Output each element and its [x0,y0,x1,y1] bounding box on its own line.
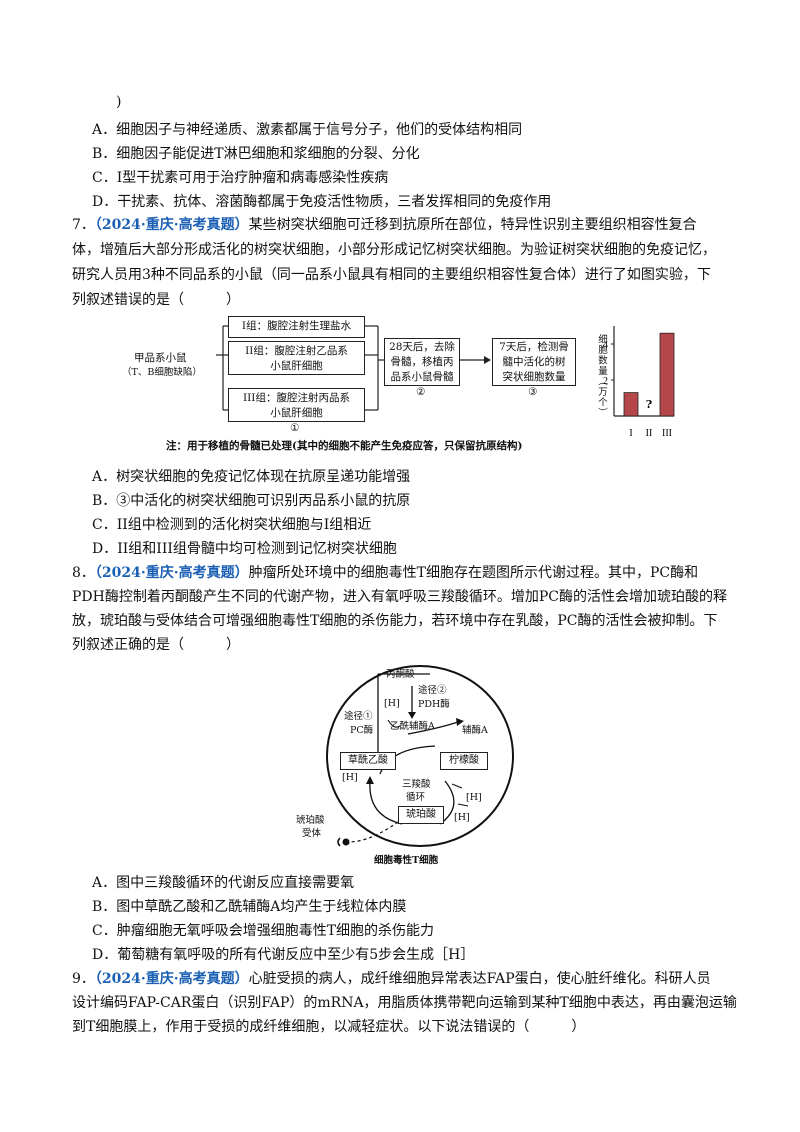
tca-label-1: 三羧酸 [402,779,431,790]
q8-option-c: C．肿瘤细胞无氧呼吸会增强细胞毒性T细胞的杀伤能力 [92,923,435,939]
q7-number: 7． [72,217,95,233]
pc-enzyme-label: PC酶 [350,725,374,736]
q7-option-d: D．II组和III组骨髓中均可检测到记忆树突状细胞 [92,541,397,557]
q8-stem-text: 肿瘤所处环境中的细胞毒性T细胞存在题图所示代谢过程。其中，PC酶和 [248,565,699,581]
q8-option-a: A．图中三羧酸循环的代谢反应直接需要氧 [92,875,355,891]
q9-stem-text: 心脏受损的病人，成纤维细胞异常表达FAP蛋白，使心脏纤维化。科研人员 [248,971,711,987]
group-1-box: I组：腹腔注射生理盐水 [228,316,365,338]
group-1-text: I组：腹腔注射生理盐水 [241,320,352,332]
group-3-text-1: III组：腹腔注射丙品系 [243,392,350,404]
pyruvate-label: 丙酮酸 [386,669,415,680]
receptor-label-2: 受体 [302,828,322,839]
q8-option-d: D．葡萄糖有氧呼吸的所有代谢反应中至少有5步会生成［H］ [92,947,475,963]
q7-source-tag: （2024·重庆·高考真题） [94,217,249,233]
h-label-1: [H] [384,698,400,709]
step-3-box: 7天后，检测骨髓中活化的树突状细胞数量 [492,338,576,386]
q7-stem-line1: 7．（2024·重庆·高考真题）某些树突状细胞可迁移到抗原所在部位，特异性识别主… [72,215,697,235]
step-3-text-2: 髓中活化的树 [502,356,566,368]
receptor-label-1: 琥珀酸 [296,815,325,826]
chart-y-axis-label: 细胞数量（万个） [596,334,607,418]
q7-option-c: C．II组中检测到的活化树突状细胞与I组相近 [92,517,372,533]
chart-y-tick-label-0: 2 [603,376,608,387]
oxaloacetate-box: 草酰乙酸 [340,752,396,770]
pathway-2-label: 途径② [418,685,447,696]
group-3-text-2: 小鼠肝细胞 [270,407,323,419]
q8-option-b: B．图中草酰乙酸和乙酰辅酶A均产生于线粒体内膜 [92,899,407,915]
q8-stem-line1: 8．（2024·重庆·高考真题）肿瘤所处环境中的细胞毒性T细胞存在题图所示代谢过… [72,563,698,583]
q7-figure-note: 注：用于移植的骨髓已处理(其中的细胞不能产生免疫应答，只保留抗原结构) [166,440,523,452]
acetyl-coa-label: 乙酰辅酶A [390,721,435,732]
h-label-2: [H] [342,772,358,783]
q9-number: 9． [72,971,95,987]
q9-stem-line3: 到T细胞膜上，作用于受损的成纤维细胞，以减轻症状。以下说法错误的（ ） [72,1019,586,1035]
q9-stem-line2: 设计编码FAP-CAR蛋白（识别FAP）的mRNA，用脂质体携带靶向运输到某种T… [72,995,737,1011]
chart-bar-III [659,332,675,417]
mouse-strain-label: 甲品系小鼠 [134,352,187,364]
q8-cycle-diagram [326,665,514,847]
q8-stem-line3: 放，琥珀酸与受体结合可增强细胞毒性T细胞的杀伤能力，若环境中存在乳酸，PC酶的活… [72,613,718,629]
q7-stem-line2: 体，增殖后大部分形成活化的树突状细胞，小部分形成记忆树突状细胞。为验证树突状细胞… [72,242,716,258]
mouse-strain-note: （T、B细胞缺陷） [122,367,202,378]
q7-stem-line4: 列叙述错误的是（ ） [72,292,240,308]
chart-x-label-III: III [662,428,672,439]
citrate-box: 柠檬酸 [440,752,488,770]
step-2-text-2: 骨髓，移植丙 [390,356,454,368]
q7-stem-text: 某些树突状细胞可迁移到抗原所在部位，特异性识别主要组织相容性复合 [248,217,697,233]
h-label-3: [H] [466,792,482,803]
chart-y-tick-label-1: 4 [603,340,608,351]
q8-metabolism-figure: 丙酮酸 途径② PDH酶 [H] 途径① PC酶 乙酰辅酶A 辅酶A 草酰乙酸 … [290,656,520,868]
q6-option-c: C．I型干扰素可用于治疗肿瘤和病毒感染性疾病 [92,170,389,186]
step-2-text-3: 品系小鼠骨髓 [390,371,454,383]
q9-source-tag: （2024·重庆·高考真题） [94,971,249,987]
step-2-text-1: 28天后，去除 [389,341,455,353]
oxaloacetate-text: 草酰乙酸 [348,755,388,766]
chart-x-label-II: II [646,428,653,439]
q9-stem-line1: 9．（2024·重庆·高考真题）心脏受损的病人，成纤维细胞异常表达FAP蛋白，使… [72,969,711,989]
cytotoxic-t-cell-label: 细胞毒性T细胞 [374,855,439,866]
tca-label-2: 循环 [406,792,426,803]
chart-annotation-II: ? [646,398,652,411]
q7-stem-line3: 研究人员用3种不同品系的小鼠（同一品系小鼠具有相同的主要组织相容性复合体）进行了… [72,267,711,283]
h-label-4: [H] [454,812,470,823]
group-2-text-2: 小鼠肝细胞 [270,360,323,372]
citrate-text: 柠檬酸 [449,755,479,766]
q6-option-a: A．细胞因子与神经递质、激素都属于信号分子，他们的受体结构相同 [92,122,523,138]
q7-option-b: B．③中活化的树突状细胞可识别丙品系小鼠的抗原 [92,493,411,509]
chart-bar-I [623,392,639,417]
step-3-number: ③ [528,386,538,398]
group-2-text-1: II组：腹腔注射乙品系 [245,345,348,357]
q7-experiment-figure: 甲品系小鼠 （T、B细胞缺陷） I组：腹腔注射生理盐水 II组：腹腔注射乙品系小… [120,310,680,460]
step-2-number: ② [416,386,426,398]
pdh-enzyme-label: PDH酶 [418,699,450,710]
group-2-box: II组：腹腔注射乙品系小鼠肝细胞 [228,341,365,375]
step-3-text-1: 7天后，检测骨 [499,341,569,353]
step-2-box: 28天后，去除骨髓，移植丙品系小鼠骨髓 [384,338,460,386]
q7-option-a: A．树突状细胞的免疫记忆体现在抗原呈递功能增强 [92,469,411,485]
group-3-box: III组：腹腔注射丙品系小鼠肝细胞 [228,388,365,422]
pathway-1-label: 途径① [344,711,373,722]
q6-paren-close: ) [116,94,122,110]
step-3-text-3: 突状细胞数量 [502,371,566,383]
succinate-text: 琥珀酸 [406,809,436,820]
chart-x-label-I: I [629,428,632,439]
q8-stem-line2: PDH酶控制着丙酮酸产生不同的代谢产物，进入有氧呼吸三羧酸循环。增加PC酶的活性… [72,589,727,605]
q8-stem-line4: 列叙述正确的是（ ） [72,637,240,653]
step-1-number: ① [290,422,300,434]
q7-connector-lines [216,325,491,411]
succinate-box: 琥珀酸 [398,806,444,824]
q8-number: 8． [72,565,95,581]
coa-label: 辅酶A [462,725,488,736]
q8-source-tag: （2024·重庆·高考真题） [94,565,249,581]
q6-option-d: D．干扰素、抗体、溶菌酶都属于免疫活性物质，三者发挥相同的免疫作用 [92,194,552,210]
q6-option-b: B．细胞因子能促进T淋巴细胞和浆细胞的分裂、分化 [92,146,420,162]
